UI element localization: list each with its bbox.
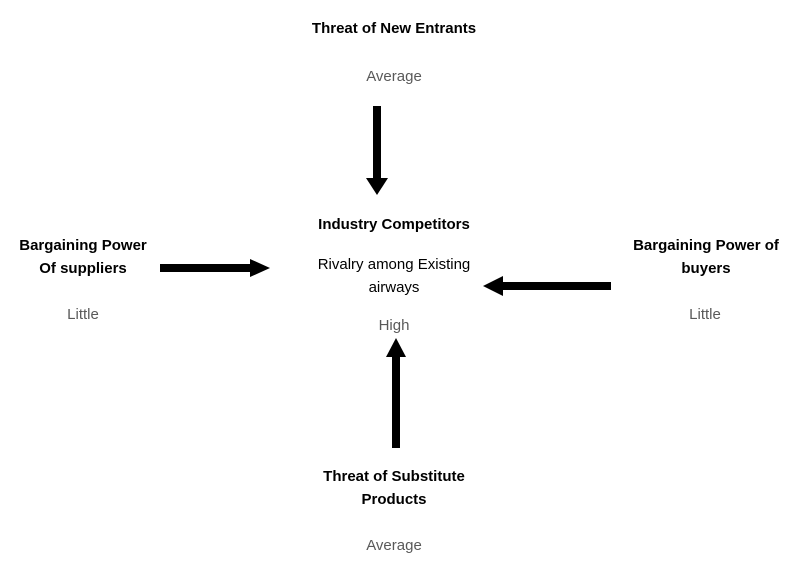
center-title: Industry Competitors — [318, 216, 470, 233]
bottom-force-label-line1: Threat of Substitute — [323, 468, 465, 485]
bottom-force-label-line2: Products — [361, 491, 427, 508]
arrow-down-icon — [366, 106, 388, 195]
center-value: High — [378, 317, 410, 334]
left-force-label-line1: Bargaining Power — [19, 237, 147, 254]
top-force-label: Threat of New Entrants — [311, 20, 477, 37]
arrow-left-icon — [483, 276, 611, 296]
center-subtitle-line1: Rivalry among Existing — [317, 256, 471, 273]
top-force-value: Average — [366, 68, 422, 85]
right-force-value: Little — [689, 306, 721, 323]
bottom-force-value: Average — [366, 537, 422, 554]
arrow-right-icon — [160, 259, 270, 277]
left-force-value: Little — [67, 306, 99, 323]
left-force-label-line2: Of suppliers — [39, 260, 127, 277]
right-force-label-line1: Bargaining Power of — [633, 237, 779, 254]
right-force-label-line2: buyers — [681, 260, 731, 277]
center-subtitle-line2: airways — [368, 279, 420, 296]
arrow-up-icon — [386, 338, 406, 448]
